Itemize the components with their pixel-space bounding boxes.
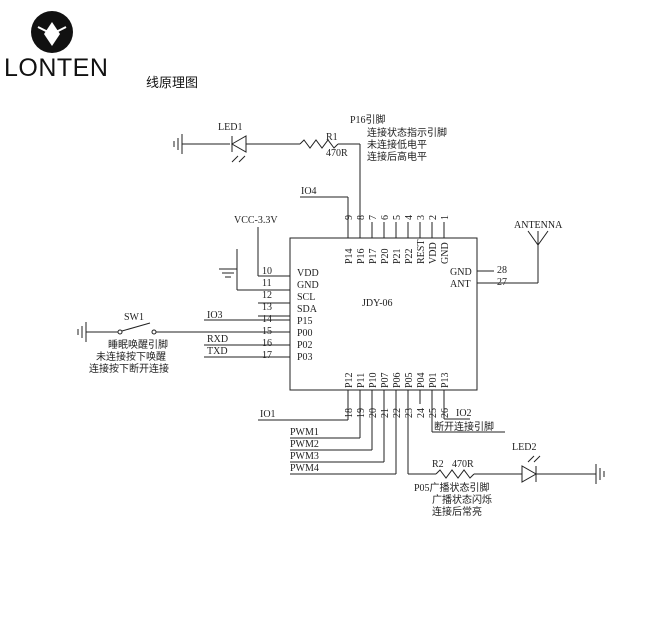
pin-num-left-14: 14 (262, 314, 272, 325)
net-txd: TXD (207, 346, 228, 357)
note-sw1-1: 睡眠唤醒引脚 (108, 338, 168, 351)
pin-label-left-16: P02 (297, 340, 313, 351)
pin-label-top-5: P21 (392, 248, 403, 264)
pin-num-left-17: 17 (262, 350, 272, 361)
pin-label-bottom-25: P01 (428, 372, 439, 388)
pin-label-bottom-22: P06 (392, 372, 403, 388)
pin-label-bottom-21: P07 (380, 372, 391, 388)
pin-num-bottom-26: 26 (440, 408, 451, 418)
pin-num-left-11: 11 (262, 278, 272, 289)
chip-name: JDY-06 (362, 298, 393, 309)
note-p16-1: P16引脚 (350, 113, 386, 126)
pin-num-bottom-25: 25 (428, 408, 439, 418)
net-vcc: VCC-3.3V (234, 215, 278, 226)
pin-num-top-9: 9 (344, 215, 355, 220)
pin-label-top-8: P16 (356, 248, 367, 264)
pin-num-top-8: 8 (356, 215, 367, 220)
pin-num-right-27: 27 (497, 277, 507, 288)
pin-num-bottom-22: 22 (392, 408, 403, 418)
sw1-label: SW1 (124, 312, 144, 323)
pin-label-top-7: P17 (368, 248, 379, 264)
note-p16-4: 连接后高电平 (367, 150, 427, 163)
sw1-switch (121, 322, 151, 332)
note-p05-2: 广播状态闪烁 (432, 493, 492, 506)
led1-symbol (230, 135, 247, 153)
pin-num-top-4: 4 (404, 215, 415, 220)
net-pwm4: PWM4 (290, 463, 319, 474)
brand-name: LONTEN (4, 54, 109, 82)
pin-num-left-12: 12 (262, 290, 272, 301)
net-io4: IO4 (301, 186, 317, 197)
pin-label-bottom-24: P04 (416, 372, 427, 388)
pin-num-bottom-20: 20 (368, 408, 379, 418)
pin-label-right-27: ANT (450, 279, 471, 290)
pin-num-top-2: 2 (428, 215, 439, 220)
pin-num-top-6: 6 (380, 215, 391, 220)
pin-num-left-10: 10 (262, 266, 272, 277)
r2-value: 470R (452, 459, 474, 470)
r1-label: R1 (326, 132, 338, 143)
pin-num-top-5: 5 (392, 215, 403, 220)
pin-label-top-3: REST (416, 240, 427, 264)
pin-num-right-28: 28 (497, 265, 507, 276)
net-io3: IO3 (207, 310, 223, 321)
pin-num-left-16: 16 (262, 338, 272, 349)
pin-label-left-17: P03 (297, 352, 313, 363)
pin-num-top-1: 1 (440, 215, 451, 220)
pin-label-bottom-19: P11 (356, 373, 367, 388)
pin-label-top-4: P22 (404, 248, 415, 264)
pin-num-left-13: 13 (262, 302, 272, 313)
pin-label-top-1: GND (440, 242, 451, 264)
r2-label: R2 (432, 459, 444, 470)
r1-resistor (299, 139, 339, 149)
pin-label-left-15: P00 (297, 328, 313, 339)
net-pwm1: PWM1 (290, 427, 319, 438)
diagram-title: 线原理图 (146, 76, 199, 91)
pin-label-bottom-23: P05 (404, 372, 415, 388)
net-pwm3: PWM3 (290, 451, 319, 462)
pin-label-left-12: SCL (297, 292, 315, 303)
led2-symbol (521, 465, 538, 483)
note-p16-3: 未连接低电平 (367, 138, 427, 151)
led2-label: LED2 (512, 442, 536, 453)
note-p01: 断开连接引脚 (434, 420, 494, 433)
note-p05-1: P05广播状态引脚 (414, 481, 490, 494)
net-io2: IO2 (456, 408, 472, 419)
pin-label-left-11: GND (297, 280, 319, 291)
pin-num-bottom-18: 18 (344, 408, 355, 418)
pin-label-top-9: P14 (344, 248, 355, 264)
note-sw1-2: 未连接按下唤醒 (96, 350, 166, 363)
net-io1: IO1 (260, 409, 276, 420)
r1-value: 470R (326, 148, 348, 159)
note-p16-2: 连接状态指示引脚 (367, 126, 447, 139)
pin-num-bottom-21: 21 (380, 408, 391, 418)
pin-num-bottom-19: 19 (356, 408, 367, 418)
net-pwm2: PWM2 (290, 439, 319, 450)
pin-label-bottom-26: P13 (440, 372, 451, 388)
pin-num-bottom-23: 23 (404, 408, 415, 418)
pin-num-bottom-24: 24 (416, 408, 427, 418)
pin-label-top-6: P20 (380, 248, 391, 264)
net-rxd: RXD (207, 334, 228, 345)
pin-label-right-28: GND (450, 267, 472, 278)
pin-num-top-3: 3 (416, 215, 427, 220)
r2-resistor (435, 469, 475, 479)
pin-num-left-15: 15 (262, 326, 272, 337)
pin-label-bottom-20: P10 (368, 372, 379, 388)
pin-label-bottom-18: P12 (344, 372, 355, 388)
net-antenna: ANTENNA (514, 220, 563, 231)
pin-num-top-7: 7 (368, 215, 379, 220)
led1-label: LED1 (218, 122, 242, 133)
pin-label-top-2: VDD (428, 242, 439, 264)
pin-label-left-10: VDD (297, 268, 319, 279)
pin-label-left-14: P15 (297, 316, 313, 327)
note-p05-3: 连接后常亮 (432, 505, 482, 518)
pin-label-left-13: SDA (297, 304, 318, 315)
note-sw1-3: 连接按下断开连接 (89, 362, 169, 375)
